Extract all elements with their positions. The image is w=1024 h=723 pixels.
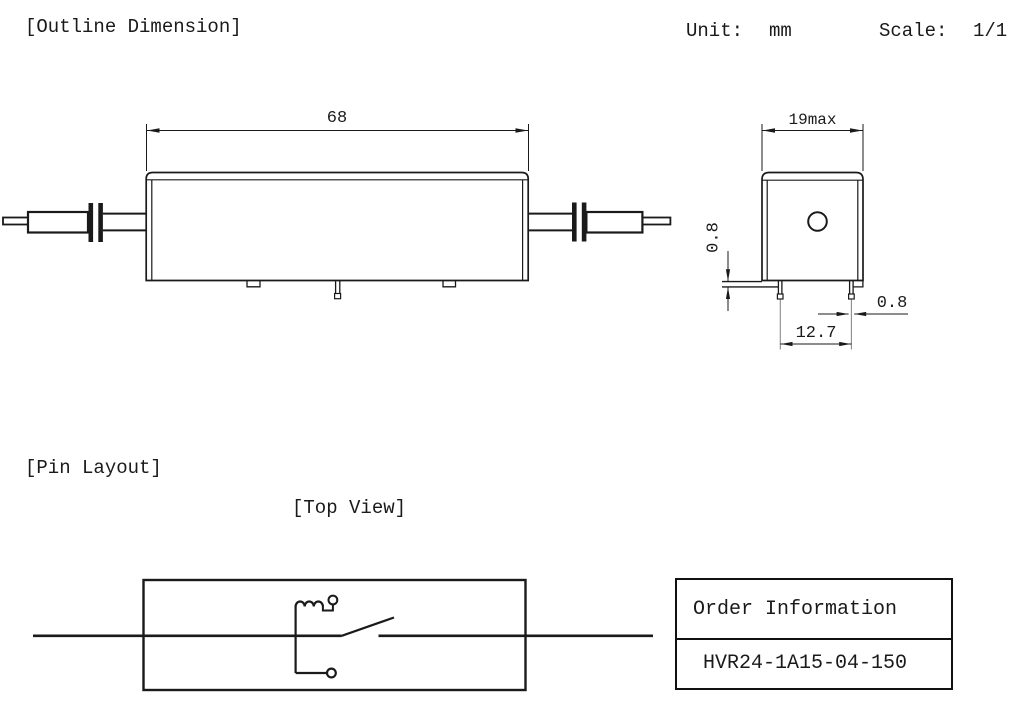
page-title: [Outline Dimension] bbox=[25, 16, 242, 38]
scale-value: 1/1 bbox=[973, 20, 1008, 42]
axial-lead-left bbox=[2, 203, 147, 242]
arrowhead bbox=[147, 128, 160, 133]
unit-label: Unit: bbox=[686, 20, 744, 42]
bottom-step-right bbox=[853, 280, 864, 288]
order-info-header-cell: Order Information bbox=[677, 580, 951, 640]
switch-blade bbox=[341, 616, 395, 637]
side-view-drawing bbox=[2, 124, 672, 300]
bottom-tab-left bbox=[246, 280, 261, 288]
dim-pin-pitch: 12.7 bbox=[795, 324, 837, 343]
bottom-center-pin-foot bbox=[334, 292, 342, 300]
dim-68-lines bbox=[146, 124, 529, 171]
unit-value: mm bbox=[769, 20, 792, 42]
coil-terminal-top bbox=[327, 594, 339, 606]
dim-lead-thickness: 0.8 bbox=[704, 222, 723, 253]
arrowhead bbox=[836, 311, 849, 317]
pin-left-foot bbox=[776, 293, 784, 300]
pin-right-foot bbox=[847, 293, 855, 300]
dim-12-7-lines bbox=[780, 341, 852, 347]
axial-lead-right bbox=[528, 202, 672, 242]
dim-body-width: 19max bbox=[788, 111, 837, 129]
coil-symbol bbox=[294, 594, 339, 679]
relay-body-end bbox=[722, 171, 864, 300]
pin-right bbox=[848, 280, 854, 294]
order-info-table: Order Information HVR24-1A15-04-150 bbox=[675, 578, 953, 690]
dim-19max-lines bbox=[761, 124, 864, 171]
bottom-center-pin bbox=[334, 280, 341, 294]
arrowhead bbox=[850, 128, 863, 133]
arrowhead bbox=[854, 311, 867, 317]
arrowhead bbox=[780, 341, 793, 347]
scale-label: Scale: bbox=[879, 20, 948, 42]
arrowhead bbox=[762, 128, 775, 133]
top-view-label: [Top View] bbox=[292, 497, 407, 519]
coil-terminal-bottom bbox=[325, 667, 337, 679]
bottom-tab-right bbox=[442, 280, 457, 288]
arrowhead bbox=[515, 128, 528, 133]
relay-body-side bbox=[145, 171, 530, 300]
schematic-drawing bbox=[33, 578, 653, 692]
pin-layout-title: [Pin Layout] bbox=[25, 457, 162, 479]
end-view-drawing bbox=[722, 124, 908, 350]
arrowhead bbox=[839, 341, 851, 347]
pin-left bbox=[777, 280, 783, 294]
dim-0-8-lead-lines bbox=[725, 251, 731, 311]
order-info-part-cell: HVR24-1A15-04-150 bbox=[677, 640, 951, 687]
arrowhead bbox=[725, 287, 731, 299]
order-info-header-text: Order Information bbox=[693, 597, 898, 621]
order-part-number: HVR24-1A15-04-150 bbox=[703, 652, 908, 675]
dim-0-8-pin-lines bbox=[818, 311, 908, 317]
side-lead-end bbox=[722, 280, 779, 288]
dim-body-length: 68 bbox=[326, 109, 348, 128]
case-hole bbox=[807, 211, 828, 232]
arrowhead bbox=[725, 269, 731, 282]
pin-extension-lines bbox=[779, 299, 852, 350]
dim-pin-width: 0.8 bbox=[876, 294, 908, 313]
